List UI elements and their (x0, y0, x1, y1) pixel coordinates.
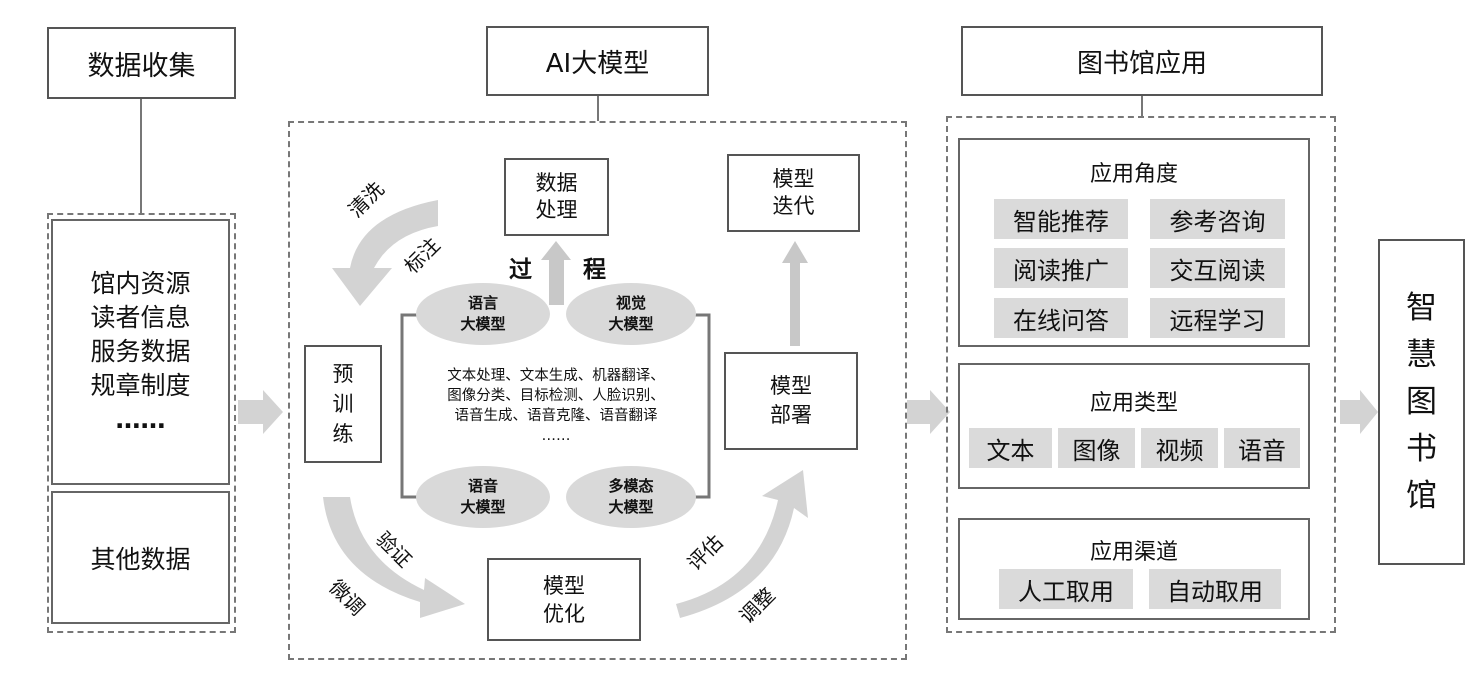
app-type-panel: 应用类型 (958, 363, 1310, 489)
chip-video: 视频 (1141, 428, 1218, 468)
curved-arrow-evaluate-adjust (676, 470, 808, 618)
pretraining-box: 预 训 练 (304, 345, 382, 463)
pretraining-char: 练 (332, 422, 354, 446)
model-optimization-box: 模型 优化 (487, 558, 641, 641)
smart-library-char: 馆 (1406, 477, 1437, 514)
smart-library-box: 智 慧 图 书 馆 (1378, 239, 1465, 565)
resource-list: 馆内资源 读者信息 服务数据 规章制度 …… (90, 267, 190, 437)
vision-model-ellipse: 视觉 大模型 (566, 283, 696, 345)
process-label-right: 程 (583, 257, 606, 283)
library-resources-box: 馆内资源 读者信息 服务数据 规章制度 …… (51, 219, 230, 485)
model-deployment-box: 模型 部署 (724, 352, 858, 450)
chip-speech: 语音 (1224, 428, 1300, 468)
chip-smart-recommendation: 智能推荐 (994, 199, 1128, 239)
chip-image: 图像 (1058, 428, 1135, 468)
process-label-left: 过 (509, 257, 532, 283)
app-type-title: 应用类型 (1089, 391, 1178, 416)
task-line: 图像分类、目标检测、人脸识别、 (447, 388, 665, 404)
smart-library-char: 慧 (1406, 336, 1437, 373)
ai-model-area (288, 121, 907, 660)
arrow-up-data-processing (541, 241, 571, 305)
library-app-title: 图书馆应用 (961, 26, 1323, 96)
chip-reading-promotion: 阅读推广 (994, 248, 1128, 288)
curved-arrow-clean-annotate (332, 200, 438, 306)
chip-remote-learning: 远程学习 (1150, 298, 1285, 338)
data-collection-title-text: 数据收集 (87, 50, 196, 82)
pretraining-char: 训 (332, 392, 354, 416)
smart-library-char: 书 (1406, 430, 1437, 467)
other-data-box: 其他数据 (51, 491, 230, 624)
chip-reference-consultation: 参考咨询 (1150, 199, 1285, 239)
model-iteration-box: 模型 迭代 (727, 154, 860, 232)
arrow-up-model-iteration (782, 241, 808, 346)
resource-item: 规章制度 (90, 371, 191, 400)
resource-item: 读者信息 (90, 303, 191, 332)
library-app-title-text: 图书馆应用 (1076, 48, 1207, 79)
model-tasks: 文本处理、文本生成、机器翻译、 图像分类、目标检测、人脸识别、 语音生成、语音克… (418, 366, 694, 446)
flow-arrow-app-to-library (1340, 390, 1378, 434)
left-bracket (400, 313, 420, 499)
task-line: 文本处理、文本生成、机器翻译、 (447, 368, 665, 384)
data-processing-box: 数据 处理 (504, 158, 609, 236)
task-line: 语音生成、语音克隆、语音翻译 (454, 408, 658, 424)
ai-model-title: AI大模型 (486, 26, 709, 96)
smart-library-char: 图 (1406, 383, 1437, 420)
multimodal-model-ellipse: 多模态 大模型 (566, 466, 696, 528)
language-model-ellipse: 语言 大模型 (416, 283, 550, 345)
chip-text: 文本 (969, 428, 1052, 468)
resource-item: 馆内资源 (90, 269, 191, 298)
data-collection-title: 数据收集 (47, 27, 236, 99)
curved-arrow-verify-finetune (323, 497, 465, 618)
task-line: …… (541, 428, 571, 444)
pretraining-char: 预 (332, 362, 354, 386)
smart-library-char: 智 (1406, 289, 1437, 326)
chip-auto-access: 自动取用 (1149, 569, 1281, 609)
right-bracket (690, 313, 711, 499)
library-app-area (946, 116, 1336, 633)
other-data-label: 其他数据 (90, 544, 191, 574)
resource-item: …… (115, 405, 166, 434)
data-collection-area (47, 213, 236, 633)
flow-arrow-collection-to-ai (238, 390, 283, 434)
chip-interactive-reading: 交互阅读 (1150, 248, 1285, 288)
app-channel-title: 应用渠道 (1089, 540, 1178, 565)
resource-item: 服务数据 (90, 337, 191, 366)
ai-model-title-text: AI大模型 (545, 48, 650, 79)
speech-model-ellipse: 语音 大模型 (416, 466, 550, 528)
flow-arrow-ai-to-app (907, 390, 950, 434)
chip-manual-access: 人工取用 (999, 569, 1133, 609)
chip-online-qa: 在线问答 (994, 298, 1128, 338)
app-angle-title: 应用角度 (1089, 162, 1178, 187)
